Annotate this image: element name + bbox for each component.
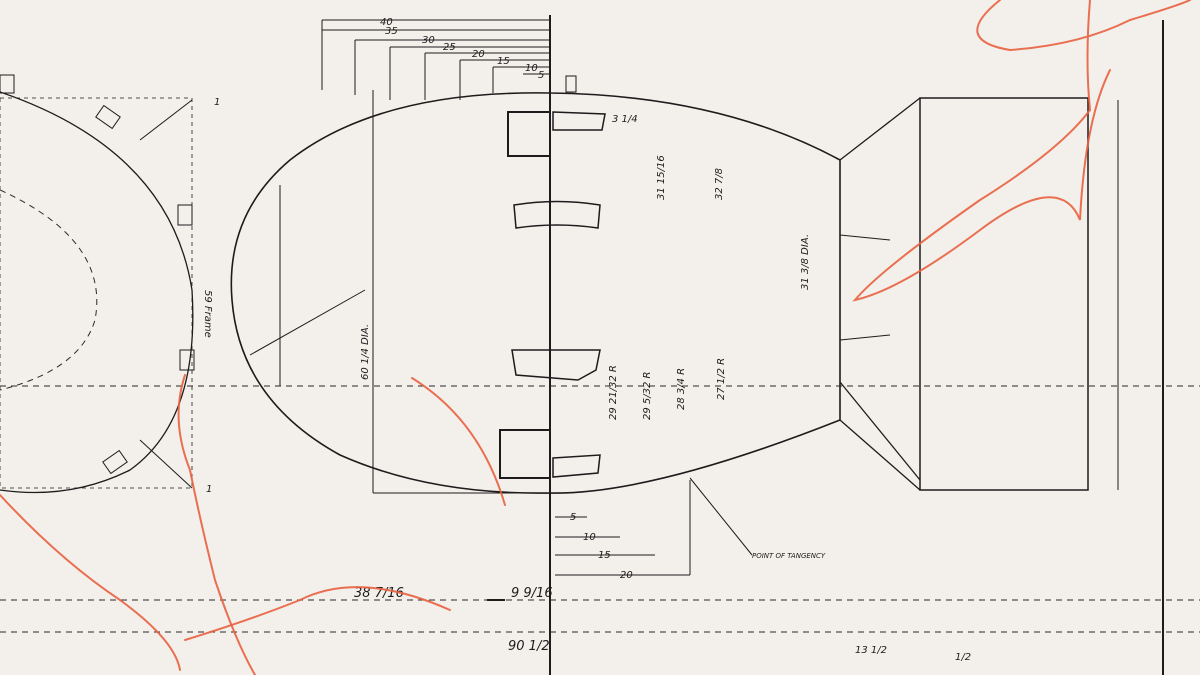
dim-32: 32 7/8 (714, 168, 725, 200)
left-note: 59 Frame (202, 290, 213, 338)
dim-top-30: 30 (422, 35, 435, 46)
dim-90: 90 1/2 (508, 639, 550, 654)
tail-assembly (839, 97, 1119, 491)
front-view (0, 74, 195, 494)
bomb-body-outline (230, 92, 841, 494)
dim-27: 27 1/2 R (716, 358, 727, 400)
bottom-dimensions (487, 477, 753, 601)
top-dimensions (321, 19, 550, 100)
diameter-tail-label: 31 3/8 DIA. (800, 234, 811, 290)
dim-bottom-20: 20 (620, 570, 633, 581)
tangency-note: POINT OF TANGENCY (752, 552, 826, 560)
dim-31: 31 15/16 (656, 155, 667, 200)
dim-bottom-15: 15 (598, 550, 611, 561)
dim-top-35: 35 (385, 26, 398, 37)
corner-mark: 1/2 (955, 652, 971, 663)
dim-28: 28 3/4 R (676, 368, 687, 410)
dim-13: 13 1/2 (855, 645, 887, 656)
dim-29a: 29 21/32 R (608, 365, 619, 420)
side-mark: 1 (214, 97, 220, 108)
radius-line (249, 289, 366, 356)
dim-bottom-5: 5 (570, 512, 576, 523)
dim-3: 3 1/4 (612, 114, 638, 125)
dim-top-5: 5 (538, 70, 544, 81)
dim-top-20: 20 (472, 49, 485, 60)
dim-top-40: 40 (380, 17, 393, 28)
side-mark-bottom: 1 (206, 484, 212, 495)
dim-top-15: 15 (497, 56, 510, 67)
suspension-lugs (499, 75, 606, 479)
diameter-main-label: 60 1/4 DIA. (360, 324, 371, 380)
dim-29b: 29 5/32 R (642, 372, 653, 421)
dim-9: 9 9/16 (511, 586, 553, 601)
dim-bottom-10: 10 (583, 532, 596, 543)
dim-top-10: 10 (525, 63, 538, 74)
dim-top-25: 25 (443, 42, 456, 53)
